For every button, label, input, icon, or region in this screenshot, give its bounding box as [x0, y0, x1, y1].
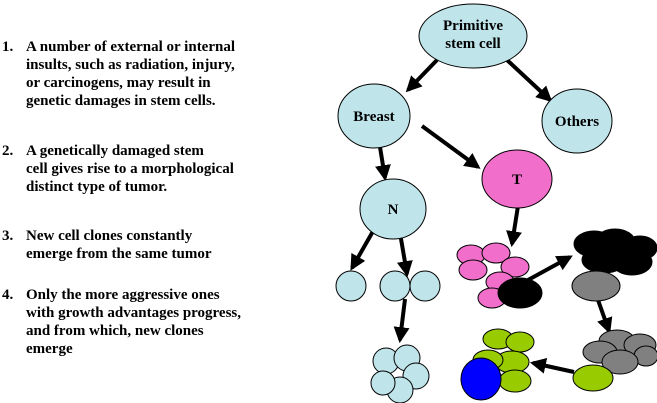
step-text: A genetically damaged stem cell gives ri… [26, 143, 234, 195]
arrow-stem-to-breast [405, 58, 439, 93]
tumor-node [481, 149, 553, 209]
arrow-stem-to-others [505, 58, 553, 103]
arrow-normal-to-clone-a [350, 225, 378, 271]
intermediate-cell [571, 270, 621, 302]
arrow-breast-to-normal [375, 146, 391, 182]
normal-node [359, 178, 427, 240]
step-number: 2. [2, 143, 14, 159]
others-node [541, 88, 613, 154]
step-list: 1. A number of external or internal insu… [0, 0, 300, 403]
arrow-to-green-clone [529, 357, 575, 374]
arrow-breast-to-tumor [420, 124, 481, 169]
step-number: 1. [2, 39, 14, 55]
arrow-to-black-clone [527, 255, 573, 282]
arrow-to-gray-clone [596, 299, 613, 335]
normal-cell-cluster [370, 344, 430, 403]
breast-label: Breast [353, 109, 394, 125]
tumor-clone-cluster [456, 242, 543, 309]
advanced-clone-cluster [472, 328, 535, 393]
new-clone-cell [460, 357, 502, 401]
step-number: 3. [2, 228, 14, 244]
arrow-tumor-to-pink [506, 205, 522, 248]
normal-cell [379, 270, 411, 302]
step-number: 4. [2, 287, 14, 303]
tumor-cell [500, 256, 530, 278]
step-text: A number of external or internal insults… [26, 39, 236, 109]
normal-cell [409, 270, 441, 302]
advanced-cell [505, 331, 535, 353]
normal-label: N [388, 202, 399, 218]
others-label: Others [555, 114, 599, 130]
tumor-cell [458, 259, 488, 281]
tumor-cell [481, 242, 511, 264]
normal-descendant-cells [335, 270, 441, 302]
step-text: New cell clones constantly emerge from t… [26, 228, 212, 262]
primitive-stem-cell-node [418, 3, 528, 69]
arrow-normal-clone-to-cluster [393, 298, 410, 344]
aggressive-clone-cluster [573, 228, 657, 276]
breast-node [337, 83, 411, 149]
intermediate-clone-cluster [582, 329, 657, 375]
normal-cell [335, 270, 367, 302]
advanced-cell [572, 364, 614, 392]
primitive-label-line1: Primitive [443, 18, 503, 34]
aggressive-cell [497, 277, 543, 309]
intermediate-cell [601, 349, 639, 375]
normal-cell [370, 370, 396, 396]
arrows [350, 58, 613, 374]
tumor-label: T [512, 172, 522, 188]
advanced-cell [498, 369, 532, 393]
primitive-label-line2: stem cell [445, 36, 500, 52]
aggressive-cell [611, 248, 653, 276]
step-text: Only the more aggressive ones with growt… [26, 287, 242, 357]
